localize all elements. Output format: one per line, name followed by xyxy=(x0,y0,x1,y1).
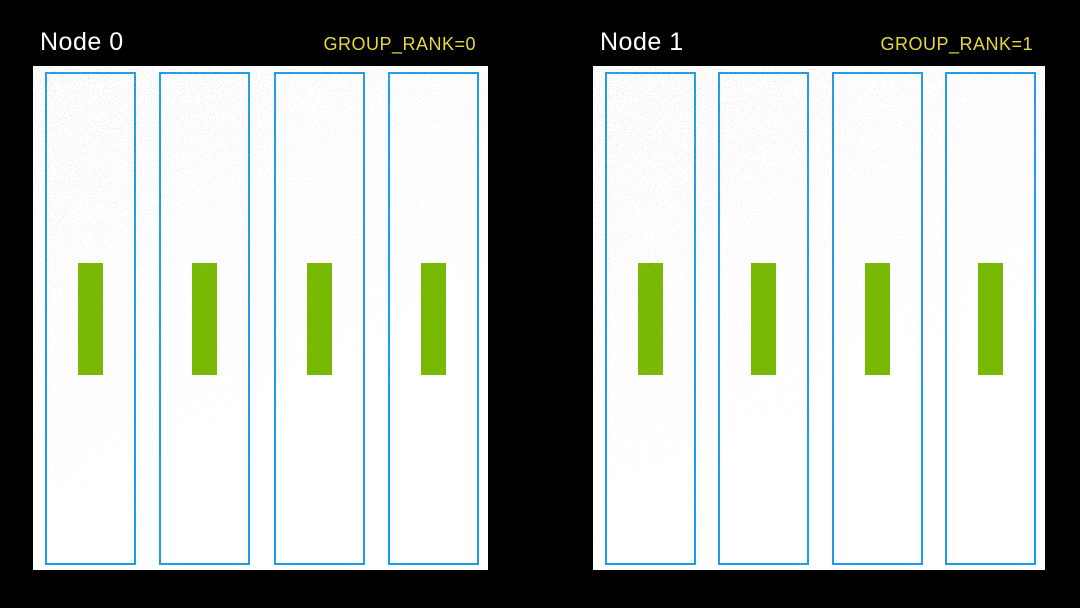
node-0-panel xyxy=(33,66,488,570)
gpu-activity-bar xyxy=(751,262,777,375)
node-0-gpu-box-2 xyxy=(273,72,365,565)
node-1-gpu-box-1 xyxy=(718,72,810,565)
node-1-gpu-box-0 xyxy=(605,72,696,565)
node-0-gpu-box-0 xyxy=(45,72,136,565)
gpu-activity-bar xyxy=(638,262,663,375)
node-1-group-rank-label: GROUP_RANK=1 xyxy=(880,34,1033,54)
gpu-activity-bar xyxy=(864,262,890,375)
gpu-activity-bar xyxy=(977,262,1003,375)
node-0-group-rank-label: GROUP_RANK=0 xyxy=(323,34,476,54)
gpu-activity-bar xyxy=(192,262,218,375)
node-1-gpu-box-2 xyxy=(831,72,923,565)
node-1-panel xyxy=(593,66,1045,570)
node-0-header: Node 0 GROUP_RANK=0 xyxy=(33,27,488,57)
node-0-gpu-box-1 xyxy=(159,72,251,565)
node-0-gpu-box-3 xyxy=(387,72,479,565)
node-0-title: Node 0 xyxy=(40,28,124,56)
gpu-activity-bar xyxy=(306,262,332,375)
gpu-activity-bar xyxy=(420,262,446,375)
gpu-activity-bar xyxy=(78,262,103,375)
node-1-title: Node 1 xyxy=(600,28,684,56)
node-1-gpu-box-3 xyxy=(944,72,1036,565)
node-1-header: Node 1 GROUP_RANK=1 xyxy=(593,27,1045,57)
